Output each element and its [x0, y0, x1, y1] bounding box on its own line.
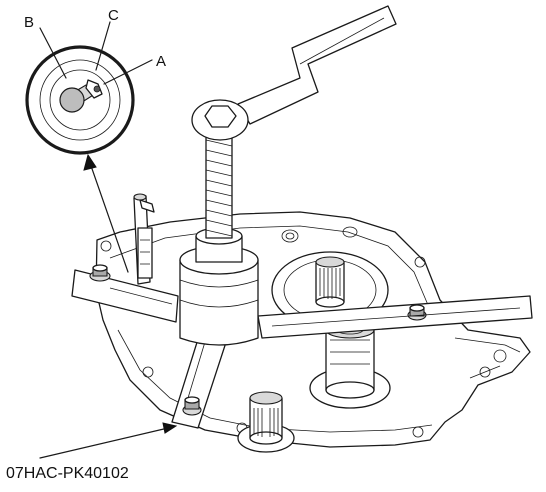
threaded-bolt	[205, 127, 233, 239]
inset-pointer-arrow	[83, 153, 129, 273]
countershaft	[315, 256, 345, 308]
tool-part-number: 07HAC-PK40102	[6, 465, 129, 482]
callout-b: B	[24, 14, 34, 31]
shift-shaft	[133, 193, 155, 285]
detail-inset	[25, 45, 135, 155]
mainshaft	[309, 321, 391, 409]
spring-pin	[93, 85, 101, 93]
secondary-shaft	[237, 391, 295, 453]
puller-tool	[71, 264, 533, 429]
puller-hub	[179, 227, 259, 346]
shaft-end	[59, 87, 85, 113]
callout-c: C	[108, 7, 119, 24]
callout-a: A	[156, 53, 166, 70]
wrench	[191, 5, 397, 141]
callout-leaders	[39, 21, 178, 459]
